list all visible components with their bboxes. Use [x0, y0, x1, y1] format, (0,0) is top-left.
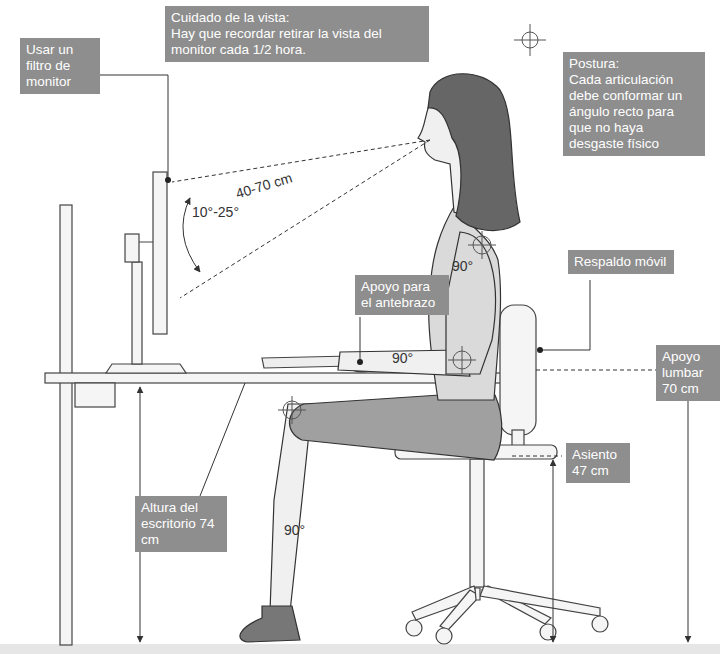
illustration-part	[200, 383, 245, 496]
box-text: Usar un filtro de monitor	[26, 42, 94, 90]
box-text: Apoyo para el antebrazo	[361, 279, 443, 311]
box-text: Asiento 47 cm	[572, 447, 624, 479]
illustration-part	[480, 586, 600, 616]
angle-label: 90°	[284, 522, 305, 538]
illustration-part	[360, 317, 361, 362]
desk	[45, 205, 505, 645]
illustration-part	[357, 359, 363, 365]
box-text: Apoyo lumbar 70 cm	[662, 349, 714, 397]
angle-label: 90°	[452, 258, 473, 274]
angle-label: 90°	[392, 350, 413, 366]
illustration-part	[153, 172, 167, 334]
illustration-part	[553, 460, 554, 642]
illustration-part	[428, 74, 520, 231]
leader-lines	[100, 75, 590, 496]
dimension-box: Asiento 47 cm	[566, 443, 630, 483]
illustration-part	[475, 588, 480, 600]
illustration-part	[292, 396, 293, 424]
distance-label: 40-70 cm	[234, 169, 294, 201]
illustration-part	[60, 205, 72, 645]
illustration-part	[165, 177, 171, 183]
illustration-part	[512, 456, 562, 457]
note-box: Usar un filtro de monitor	[20, 38, 100, 94]
illustration-part	[482, 231, 483, 259]
illustration-part	[172, 140, 430, 182]
callout-box: Apoyo para el antebrazo	[355, 275, 449, 315]
floor	[0, 644, 720, 654]
illustration-part	[537, 347, 543, 353]
dimension-box: Altura del escritorio 74 cm	[135, 496, 227, 552]
box-text: Hay que recordar retirar la vista del mo…	[171, 26, 423, 58]
illustration-part	[540, 624, 556, 640]
seated-person	[240, 74, 520, 642]
dimension-box: Apoyo lumbar 70 cm	[656, 345, 720, 401]
illustration-part	[500, 305, 536, 435]
note-box: Postura:Cada articulación debe conformar…	[563, 52, 705, 156]
illustration-part	[406, 620, 422, 636]
illustration-part	[125, 234, 139, 262]
box-text: Respaldo móvil	[574, 254, 668, 270]
box-heading: Postura:	[569, 56, 699, 72]
illustration-part	[440, 590, 480, 630]
joint-markers	[278, 24, 546, 424]
illustration-part	[132, 262, 142, 364]
illustration-part	[530, 24, 531, 56]
illustration-part	[462, 346, 463, 374]
angle-label: 10°-25°	[192, 204, 239, 220]
callout-box: Respaldo móvil	[568, 250, 674, 274]
monitor	[106, 172, 186, 373]
illustration-part	[540, 280, 590, 350]
box-text: Altura del escritorio 74 cm	[141, 500, 221, 548]
illustration-part	[436, 628, 452, 644]
illustration-part	[75, 383, 115, 407]
illustration-part	[240, 606, 300, 642]
leader-dots	[165, 177, 543, 365]
illustration-part	[106, 364, 186, 373]
illustration-part	[688, 374, 689, 642]
note-box: Cuidado de la vista:Hay que recordar ret…	[165, 6, 429, 62]
illustration-part	[100, 75, 168, 180]
illustration-part	[289, 395, 501, 460]
box-text: Cada articulación debe conformar un ángu…	[569, 72, 699, 152]
illustration-part	[470, 459, 484, 587]
box-heading: Cuidado de la vista:	[171, 10, 423, 26]
illustration-part	[592, 616, 608, 632]
illustration-part	[446, 232, 495, 374]
